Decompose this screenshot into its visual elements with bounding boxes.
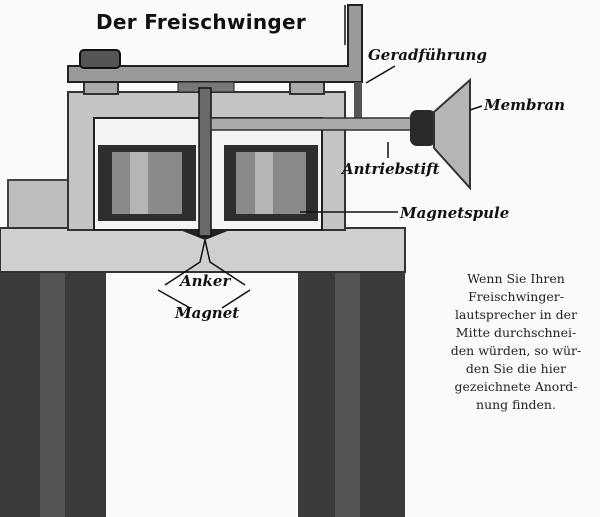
caption-line: lautsprecher in der xyxy=(454,307,578,322)
membrane-nut xyxy=(410,110,436,146)
label-geradfuehrung: Geradführung xyxy=(368,46,487,64)
label-membran: Membran xyxy=(483,96,565,114)
right-leg-highlight xyxy=(335,272,360,517)
membrane-cone xyxy=(433,77,471,191)
left-coil-shine xyxy=(130,152,148,214)
caption: Wenn Sie Ihren Freischwinger- lautsprech… xyxy=(436,270,596,414)
diagram-title: Der Freischwinger xyxy=(96,10,307,34)
left-shoulder-block xyxy=(7,179,71,231)
leader-lines xyxy=(157,65,483,309)
drive-pin xyxy=(210,117,416,131)
top-bracket xyxy=(67,4,363,83)
caption-line: Wenn Sie Ihren xyxy=(467,271,565,286)
label-magnet: Magnet xyxy=(174,304,239,322)
caption-line: gezeichnete Anord- xyxy=(454,379,578,394)
caption-line: den Sie die hier xyxy=(465,361,567,376)
caption-line: Freischwinger- xyxy=(468,289,564,304)
right-coil-shine xyxy=(255,152,273,214)
caption-line: nung finden. xyxy=(476,397,556,412)
screw-nut xyxy=(79,49,121,69)
caption-line: den würden, so wür- xyxy=(450,343,582,358)
left-leg-highlight xyxy=(40,272,65,517)
label-antriebstift: Antriebstift xyxy=(340,160,440,178)
armature-reed xyxy=(198,87,212,237)
label-magnetspule: Magnetspule xyxy=(399,204,509,222)
label-anker: Anker xyxy=(178,272,231,290)
caption-line: Mitte durchschnei- xyxy=(455,325,577,340)
guide-rod xyxy=(354,82,362,118)
